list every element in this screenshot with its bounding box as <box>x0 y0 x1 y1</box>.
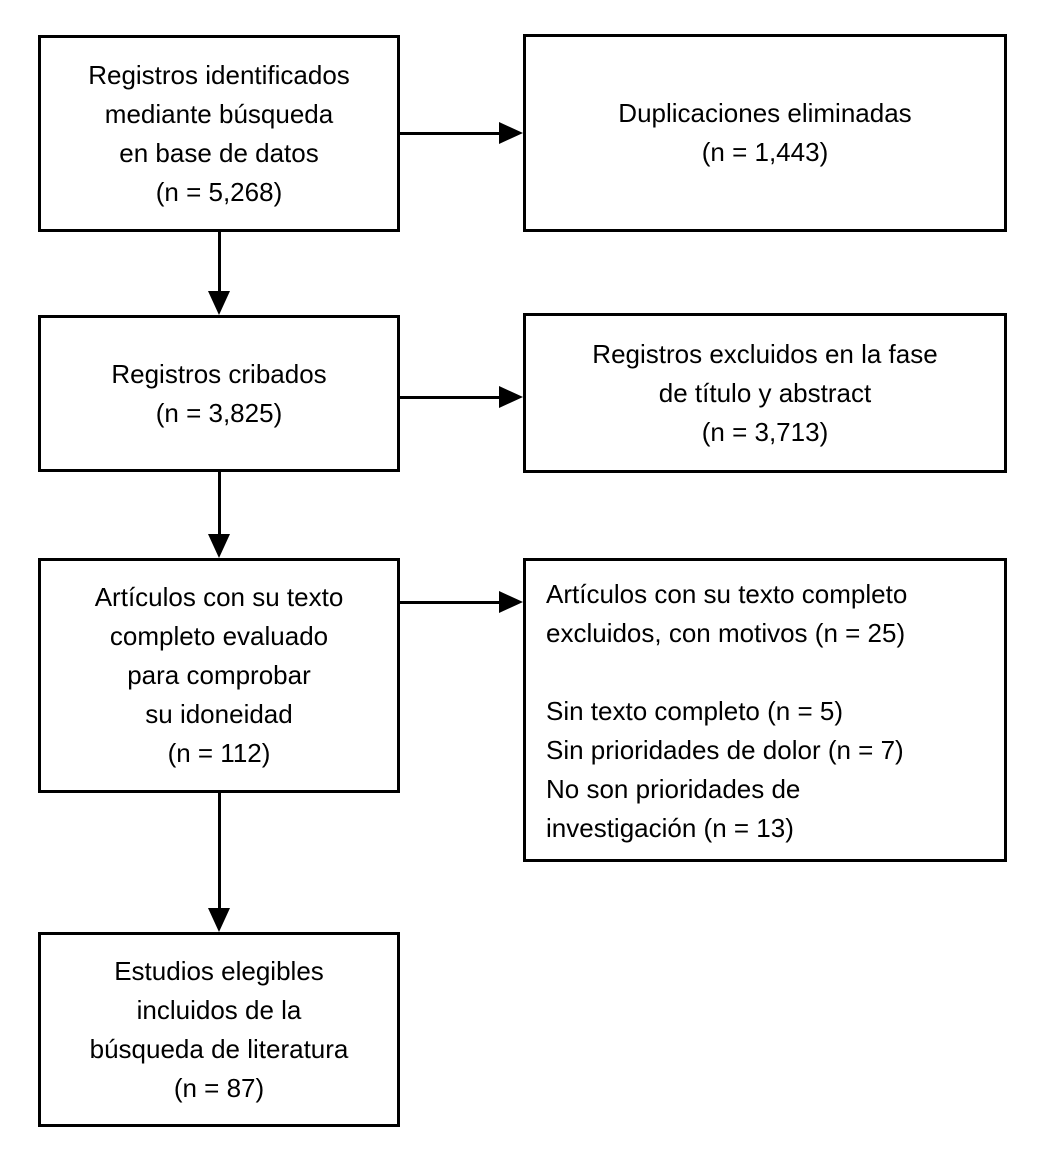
box-text-line: Estudios elegibles <box>114 955 324 986</box>
arrow-down-identificados-to-cribados-head <box>208 291 230 315</box>
box-estudios-elegibles-incluidos: Estudios elegibles incluidos de la búsqu… <box>38 932 400 1127</box>
box-text-line: incluidos de la <box>136 994 302 1025</box>
box-text-line: para comprobar <box>127 660 311 690</box>
box-count-line: (n = 112) <box>167 738 271 768</box>
box-text-line: Registros excluidos en la fase <box>592 338 938 369</box>
box-text-line: excluidos, con motivos (n = 25) <box>546 618 906 648</box>
arrow-down-evaluado-to-incluidos-line <box>218 793 221 909</box>
box-count-line: (n = 87) <box>173 1072 265 1103</box>
box-articulos-texto-completo-excluidos: Artículos con su texto completo excluido… <box>523 558 1007 862</box>
box-text-line: en base de datos <box>119 137 319 168</box>
box-text-line: Artículos con su texto completo <box>546 579 908 609</box>
box-text-line: búsqueda de literatura <box>89 1033 349 1064</box>
box-registros-identificados: Registros identificados mediante búsqued… <box>38 35 400 232</box>
box-text-line: mediante búsqueda <box>104 98 334 129</box>
box-text-line: Registros identificados <box>88 59 350 90</box>
arrow-down-evaluado-to-incluidos-head <box>208 908 230 932</box>
box-registros-cribados: Registros cribados (n = 3,825) <box>38 315 400 472</box>
box-reason-line: Sin prioridades de dolor (n = 7) <box>546 735 904 765</box>
arrow-down-cribados-to-evaluado-head <box>208 534 230 558</box>
arrow-down-identificados-to-cribados-line <box>218 232 221 292</box>
box-count-line: (n = 3,825) <box>155 397 283 428</box>
box-text-line: de título y abstract <box>658 377 872 408</box>
box-text-line: Duplicaciones eliminadas <box>618 98 912 128</box>
box-reason-line: No son prioridades de <box>546 774 801 804</box>
box-count-line: (n = 5,268) <box>155 176 283 207</box>
arrow-right-evaluado-to-excluidos-head <box>499 591 523 613</box>
arrow-right-evaluado-to-excluidos-line <box>400 601 500 604</box>
arrow-right-cribados-to-excluidos-line <box>400 396 500 399</box>
arrow-right-cribados-to-excluidos-head <box>499 386 523 408</box>
box-text-line: su idoneidad <box>145 699 293 729</box>
box-reason-line: Sin texto completo (n = 5) <box>546 696 843 726</box>
arrow-down-cribados-to-evaluado-line <box>218 472 221 535</box>
box-text-line: Registros cribados <box>111 358 327 389</box>
box-reason-line: investigación (n = 13) <box>546 813 794 843</box>
arrow-right-identificados-to-duplicaciones-line <box>400 132 500 135</box>
box-text-line: completo evaluado <box>109 621 329 651</box>
box-text-line: Artículos con su texto <box>94 582 344 612</box>
box-count-line: (n = 1,443) <box>701 137 829 167</box>
box-duplicaciones-eliminadas: Duplicaciones eliminadas (n = 1,443) <box>523 34 1007 232</box>
box-registros-excluidos-titulo-abstract: Registros excluidos en la fase de título… <box>523 313 1007 473</box>
arrow-right-identificados-to-duplicaciones-head <box>499 122 523 144</box>
box-articulos-texto-completo-evaluado: Artículos con su texto completo evaluado… <box>38 558 400 793</box>
box-count-line: (n = 3,713) <box>701 416 829 447</box>
